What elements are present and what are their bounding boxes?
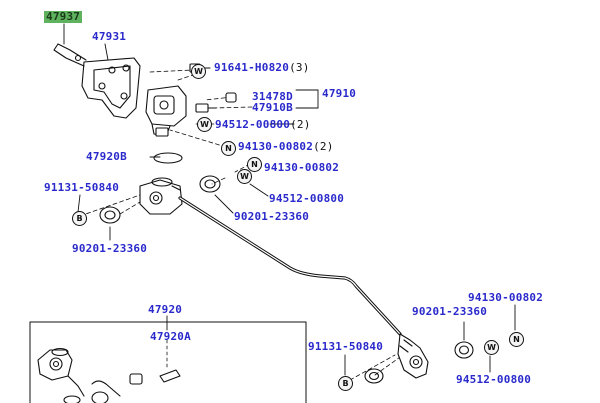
callout-94130-00802-mid[interactable]: 94130-00802: [264, 161, 340, 174]
callout-91641-part[interactable]: 91641-H0820: [214, 61, 290, 74]
callout-31478d[interactable]: 31478D: [252, 90, 293, 103]
bolt-symbol-bottom: B: [338, 376, 353, 391]
callout-47910[interactable]: 47910: [322, 87, 357, 100]
callout-94512-top-part[interactable]: 94512-00800: [215, 118, 291, 131]
callout-47920[interactable]: 47920: [148, 303, 183, 316]
callout-94512-top-qty: (2): [290, 118, 311, 131]
callout-94130-top-part[interactable]: 94130-00802: [238, 140, 314, 153]
callout-47910b[interactable]: 47910B: [252, 101, 293, 114]
nut-symbol-mid: N: [247, 157, 262, 172]
callout-91131-50840-bottom[interactable]: 91131-50840: [308, 340, 384, 353]
callout-94512-00800-right[interactable]: 94512-00800: [456, 373, 532, 386]
callout-94130-00802-top[interactable]: 94130-00802(2): [238, 141, 334, 153]
callout-91131-50840-left[interactable]: 91131-50840: [44, 181, 120, 194]
callout-90201-23360-left[interactable]: 90201-23360: [72, 242, 148, 255]
callout-47920b[interactable]: 47920B: [86, 150, 127, 163]
callout-90201-23360-right[interactable]: 90201-23360: [412, 305, 488, 318]
nut-symbol-right: N: [509, 332, 524, 347]
callout-90201-23360-mid[interactable]: 90201-23360: [234, 210, 310, 223]
callout-94512-00800-mid[interactable]: 94512-00800: [269, 192, 345, 205]
washer-symbol-right: W: [484, 340, 499, 355]
washer-symbol-top-bolt: W: [191, 64, 206, 79]
bolt-symbol-left: B: [72, 211, 87, 226]
callout-47931[interactable]: 47931: [92, 30, 127, 43]
callout-47937[interactable]: 47937: [44, 10, 83, 23]
washer-symbol-top: W: [197, 117, 212, 132]
callout-91641-qty: (3): [289, 61, 310, 74]
callout-91641-h0820[interactable]: 91641-H0820(3): [214, 62, 310, 74]
washer-symbol-mid: W: [237, 169, 252, 184]
callout-94130-00802-right[interactable]: 94130-00802: [468, 291, 544, 304]
callout-94130-top-qty: (2): [313, 140, 334, 153]
nut-symbol-top: N: [221, 141, 236, 156]
callout-94512-00800-top[interactable]: 94512-00800(2): [215, 119, 311, 131]
callout-47920a[interactable]: 47920A: [150, 330, 191, 343]
